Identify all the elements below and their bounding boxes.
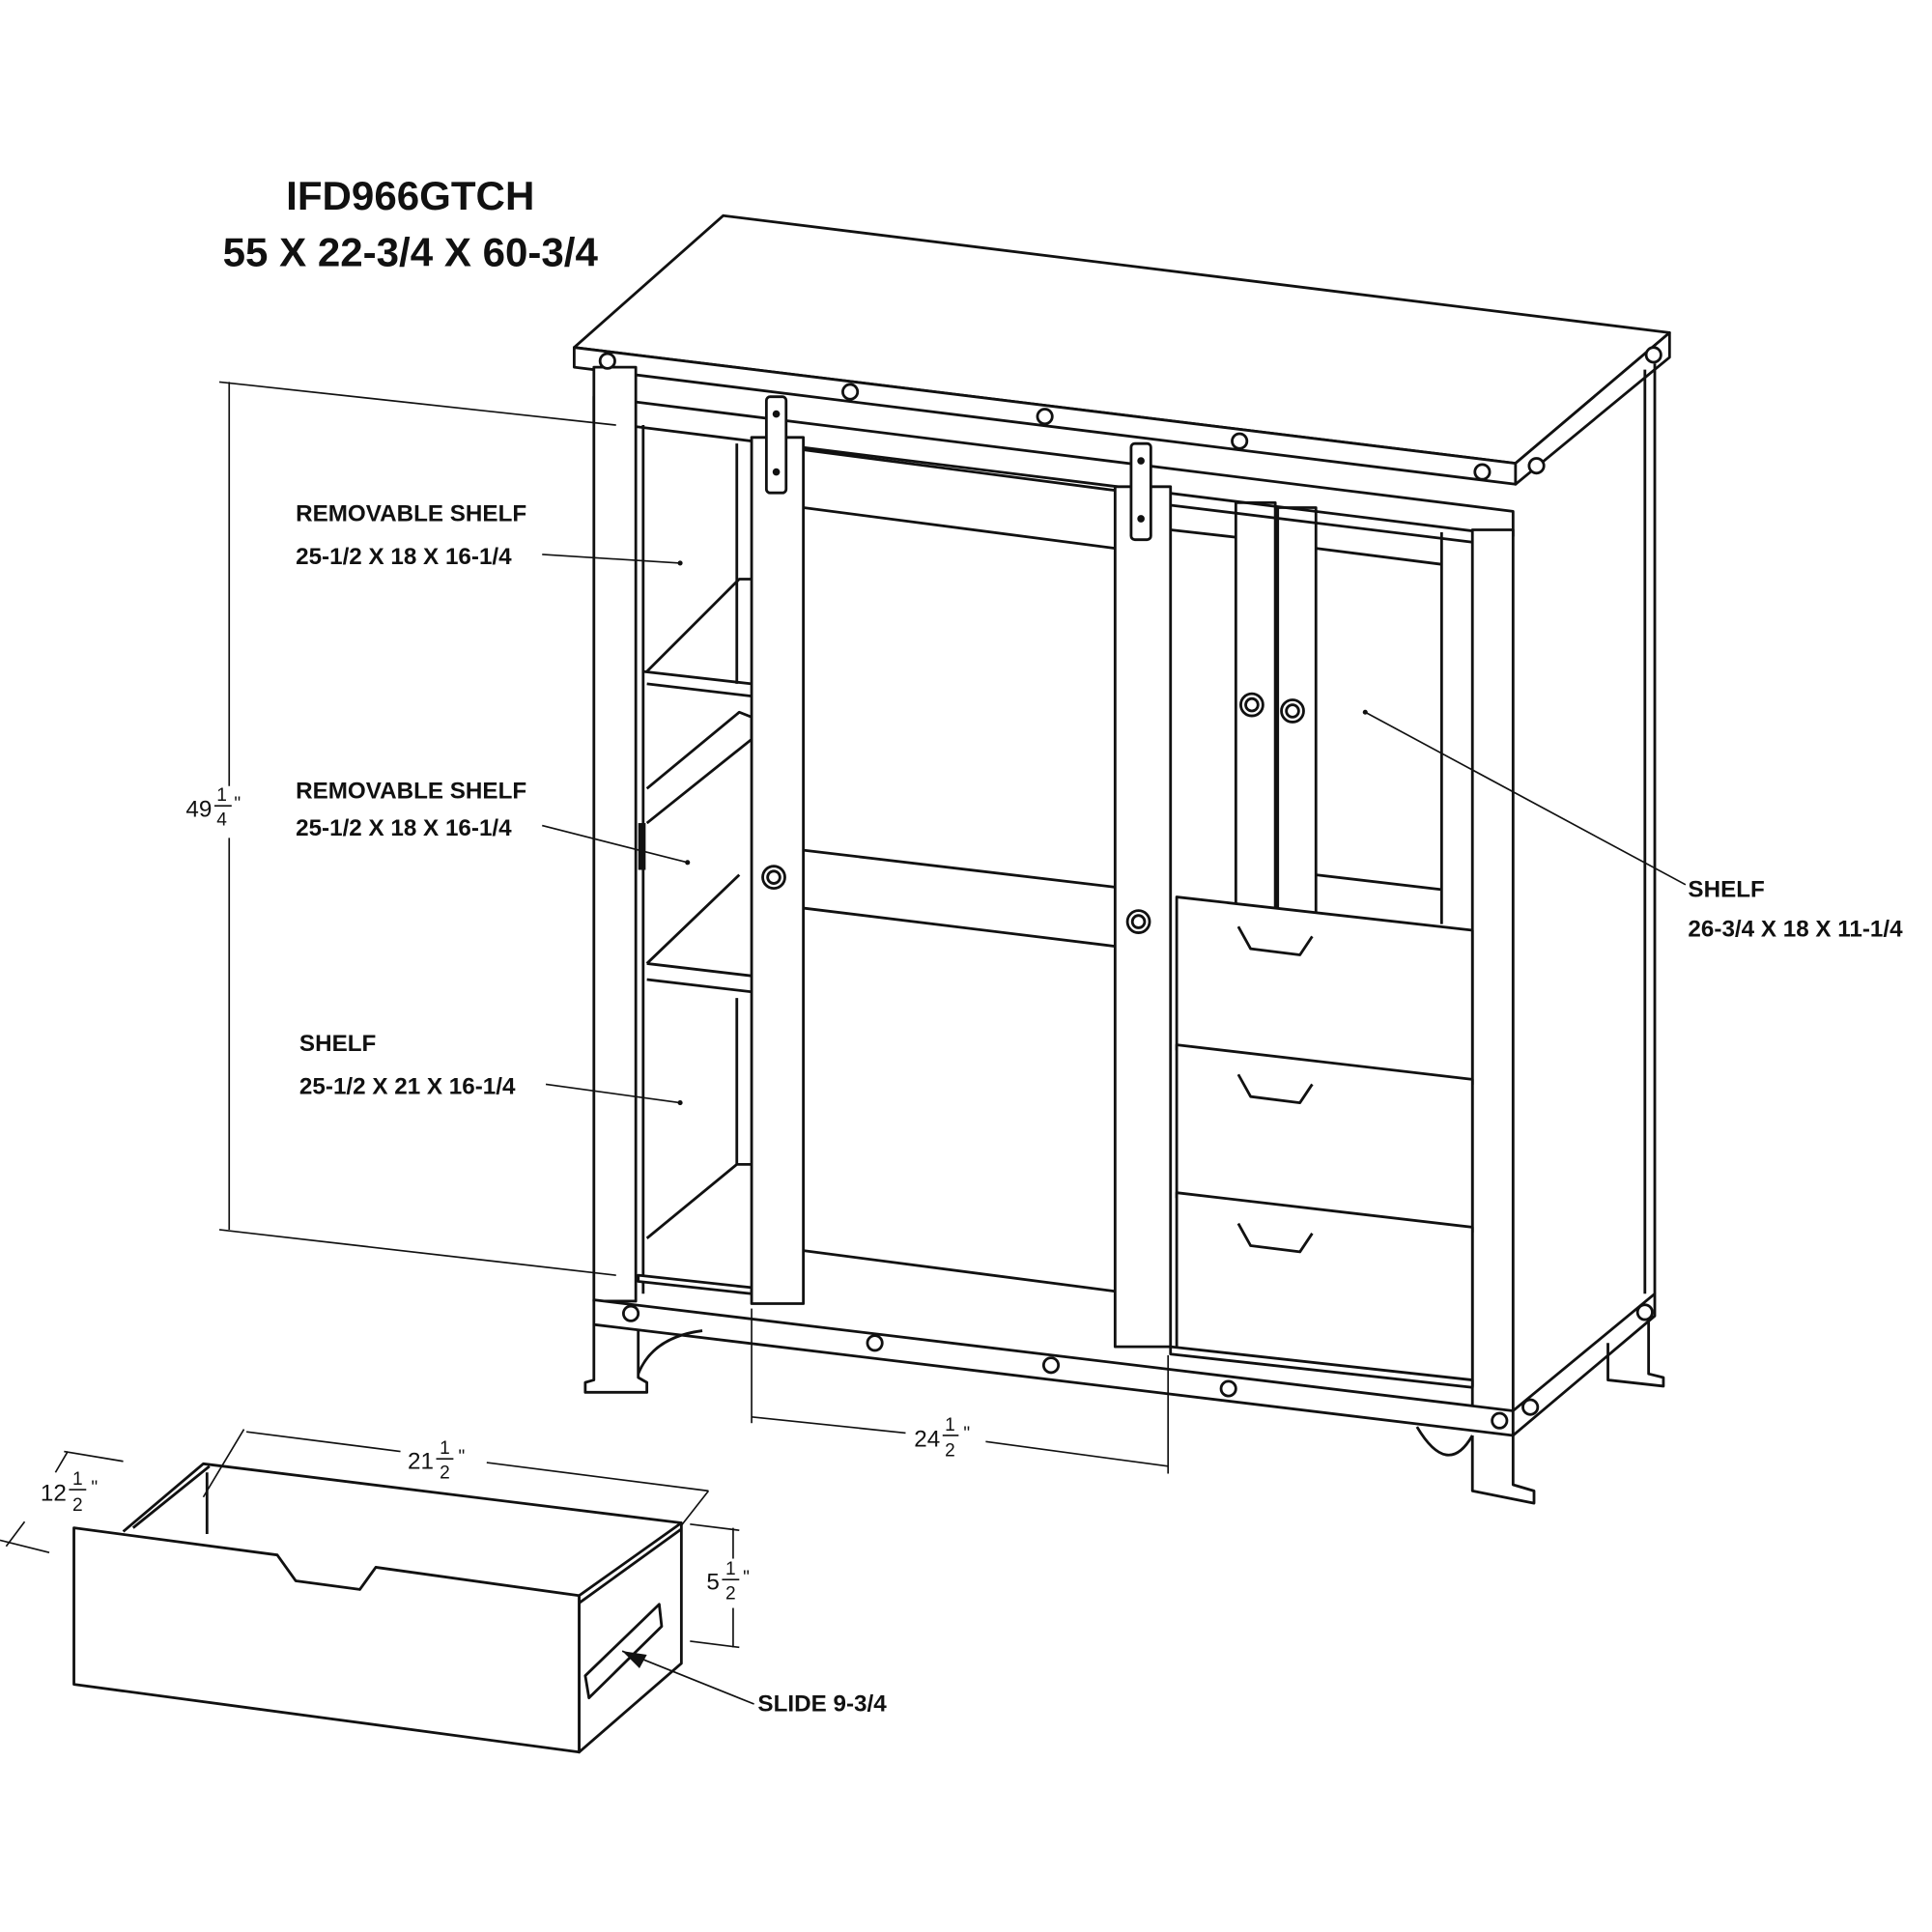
- drawer-depth-den: 2: [72, 1495, 83, 1516]
- height-unit: ": [234, 794, 241, 814]
- label-size: 25-1/2 X 18 X 16-1/4: [296, 544, 512, 570]
- door-hanger-left: [764, 395, 788, 495]
- height-whole: 49: [185, 797, 212, 823]
- label-name: SHELF: [299, 1031, 376, 1057]
- height-num: 1: [216, 785, 227, 806]
- drawer-width-whole: 21: [408, 1448, 434, 1474]
- label-name: REMOVABLE SHELF: [296, 779, 526, 805]
- drawer-width-num: 1: [440, 1438, 450, 1459]
- label-size: 25-1/2 X 21 X 16-1/4: [299, 1074, 516, 1100]
- label-name: REMOVABLE SHELF: [296, 501, 526, 527]
- slide-label: SLIDE 9-3/4: [757, 1691, 887, 1718]
- drawer-depth-whole: 12: [41, 1481, 67, 1507]
- right-front-post: [1470, 528, 1515, 1414]
- shelf-label-2: REMOVABLE SHELF 25-1/2 X 18 X 16-1/4: [296, 779, 691, 866]
- overall-dimensions: 55 X 22-3/4 X 60-3/4: [223, 230, 599, 275]
- drawer-depth-num: 1: [72, 1469, 83, 1490]
- door-width-whole: 24: [914, 1426, 940, 1452]
- shelf-label-3: SHELF 25-1/2 X 21 X 16-1/4: [299, 1031, 683, 1106]
- legs: [583, 1316, 1665, 1505]
- drawer-height-unit: ": [743, 1568, 750, 1588]
- sliding-barn-door: [750, 395, 1173, 1349]
- label-size: 26-3/4 X 18 X 11-1/4: [1688, 916, 1903, 942]
- shelf-label-4: SHELF 26-3/4 X 18 X 11-1/4: [1362, 709, 1903, 942]
- door-width-num: 1: [945, 1415, 955, 1435]
- model-number: IFD966GTCH: [286, 173, 534, 218]
- drawer-detail: SLIDE 9-3/4 21 1 2 " 12 1 2 " 5 1 2 ": [0, 1429, 887, 1754]
- door-width-dimension: 24 1 2 ": [751, 1308, 1170, 1474]
- top-side-edge: [1514, 330, 1671, 486]
- height-dimension: 49 1 4 ": [185, 381, 616, 1276]
- label-name: SHELF: [1688, 877, 1764, 903]
- door-hanger-right: [1129, 441, 1152, 542]
- rivets: [598, 346, 1662, 1430]
- drawer-depth-unit: ": [91, 1478, 98, 1498]
- drawer-fronts: [1175, 895, 1474, 1388]
- drawer-height-whole: 5: [706, 1569, 719, 1595]
- knobs: [761, 692, 1305, 934]
- drawer-height-num: 1: [725, 1559, 736, 1579]
- door-width-den: 2: [945, 1441, 955, 1462]
- drawer-width-den: 2: [440, 1463, 450, 1484]
- cabinet: [572, 213, 1671, 1505]
- door-width-unit: ": [963, 1424, 970, 1444]
- shelf-label-1: REMOVABLE SHELF 25-1/2 X 18 X 16-1/4: [296, 501, 683, 570]
- left-front-post: [592, 365, 638, 1303]
- height-den: 4: [216, 810, 227, 831]
- label-size: 25-1/2 X 18 X 16-1/4: [296, 815, 512, 841]
- drawer-height-den: 2: [725, 1584, 736, 1605]
- drawer-width-unit: ": [458, 1447, 465, 1467]
